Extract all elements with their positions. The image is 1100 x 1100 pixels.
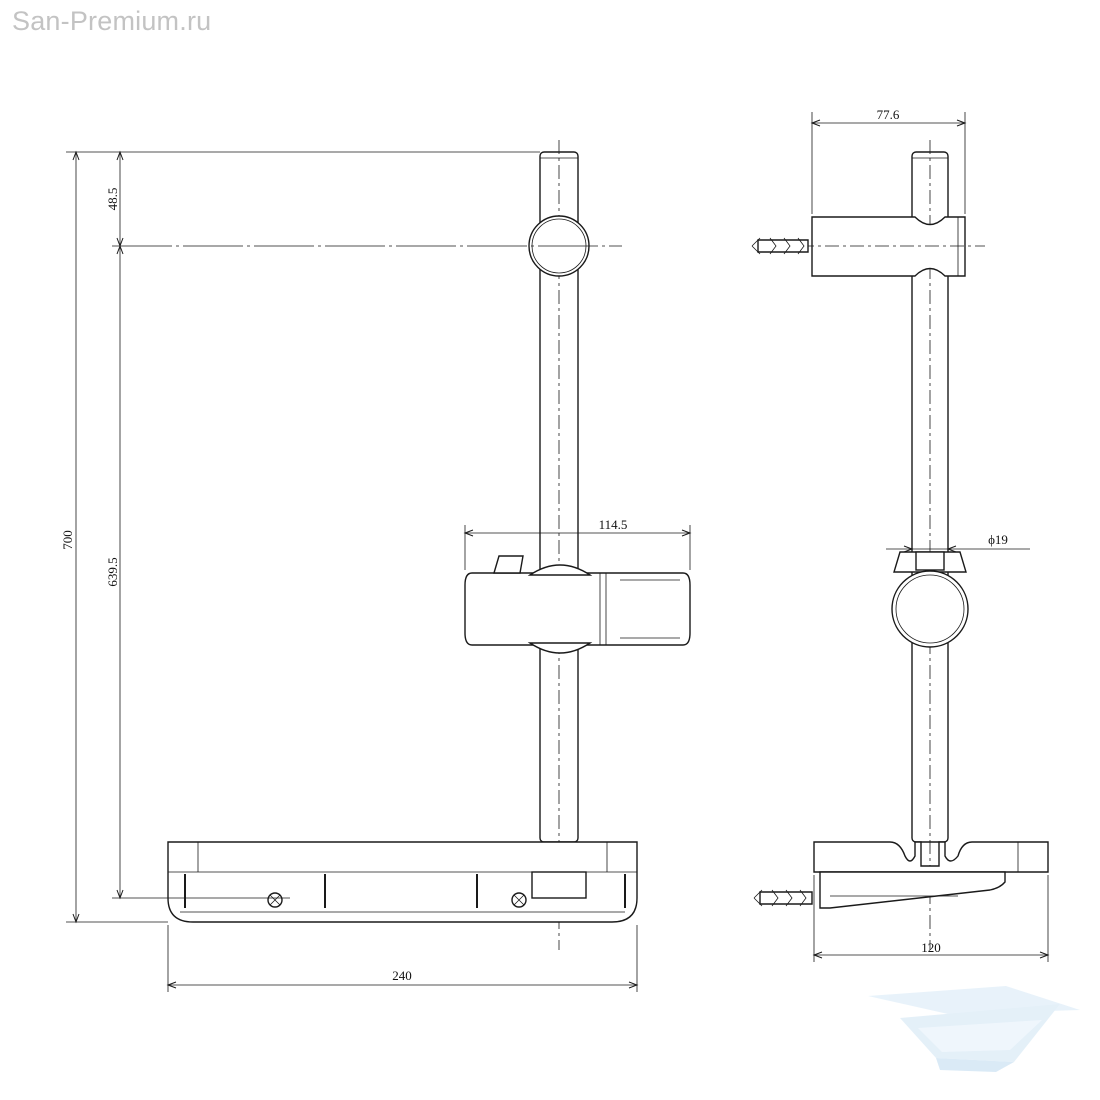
front-slider-holder xyxy=(464,555,691,654)
front-screw-right-icon xyxy=(511,892,527,908)
dim-rod-diameter: ϕ19 xyxy=(988,532,1008,547)
side-top-mount xyxy=(751,216,985,277)
dim-total-height: 700 xyxy=(60,530,75,550)
dimension-lines xyxy=(66,112,1050,992)
side-bottom-wall-anchor-icon xyxy=(753,889,813,907)
side-top-wall-anchor-icon xyxy=(751,237,809,255)
dim-base-depth: 120 xyxy=(921,940,941,955)
side-slider-holder xyxy=(891,551,969,648)
front-slider-knob xyxy=(493,555,524,574)
dim-bracket-spacing: 639.5 xyxy=(105,557,120,586)
side-view xyxy=(751,140,1049,950)
side-soap-tray xyxy=(753,841,1049,909)
site-watermark: San-Premium.ru xyxy=(12,6,212,36)
front-view xyxy=(167,140,691,950)
front-screw-left-icon xyxy=(267,892,283,908)
watermark-logo-icon xyxy=(868,986,1080,1072)
dim-holder-width: 114.5 xyxy=(599,517,628,532)
dim-top-offset: 48.5 xyxy=(105,188,120,211)
dim-wall-offset: 77.6 xyxy=(877,107,900,122)
front-soap-tray xyxy=(167,841,638,923)
dim-base-width: 240 xyxy=(392,968,412,983)
